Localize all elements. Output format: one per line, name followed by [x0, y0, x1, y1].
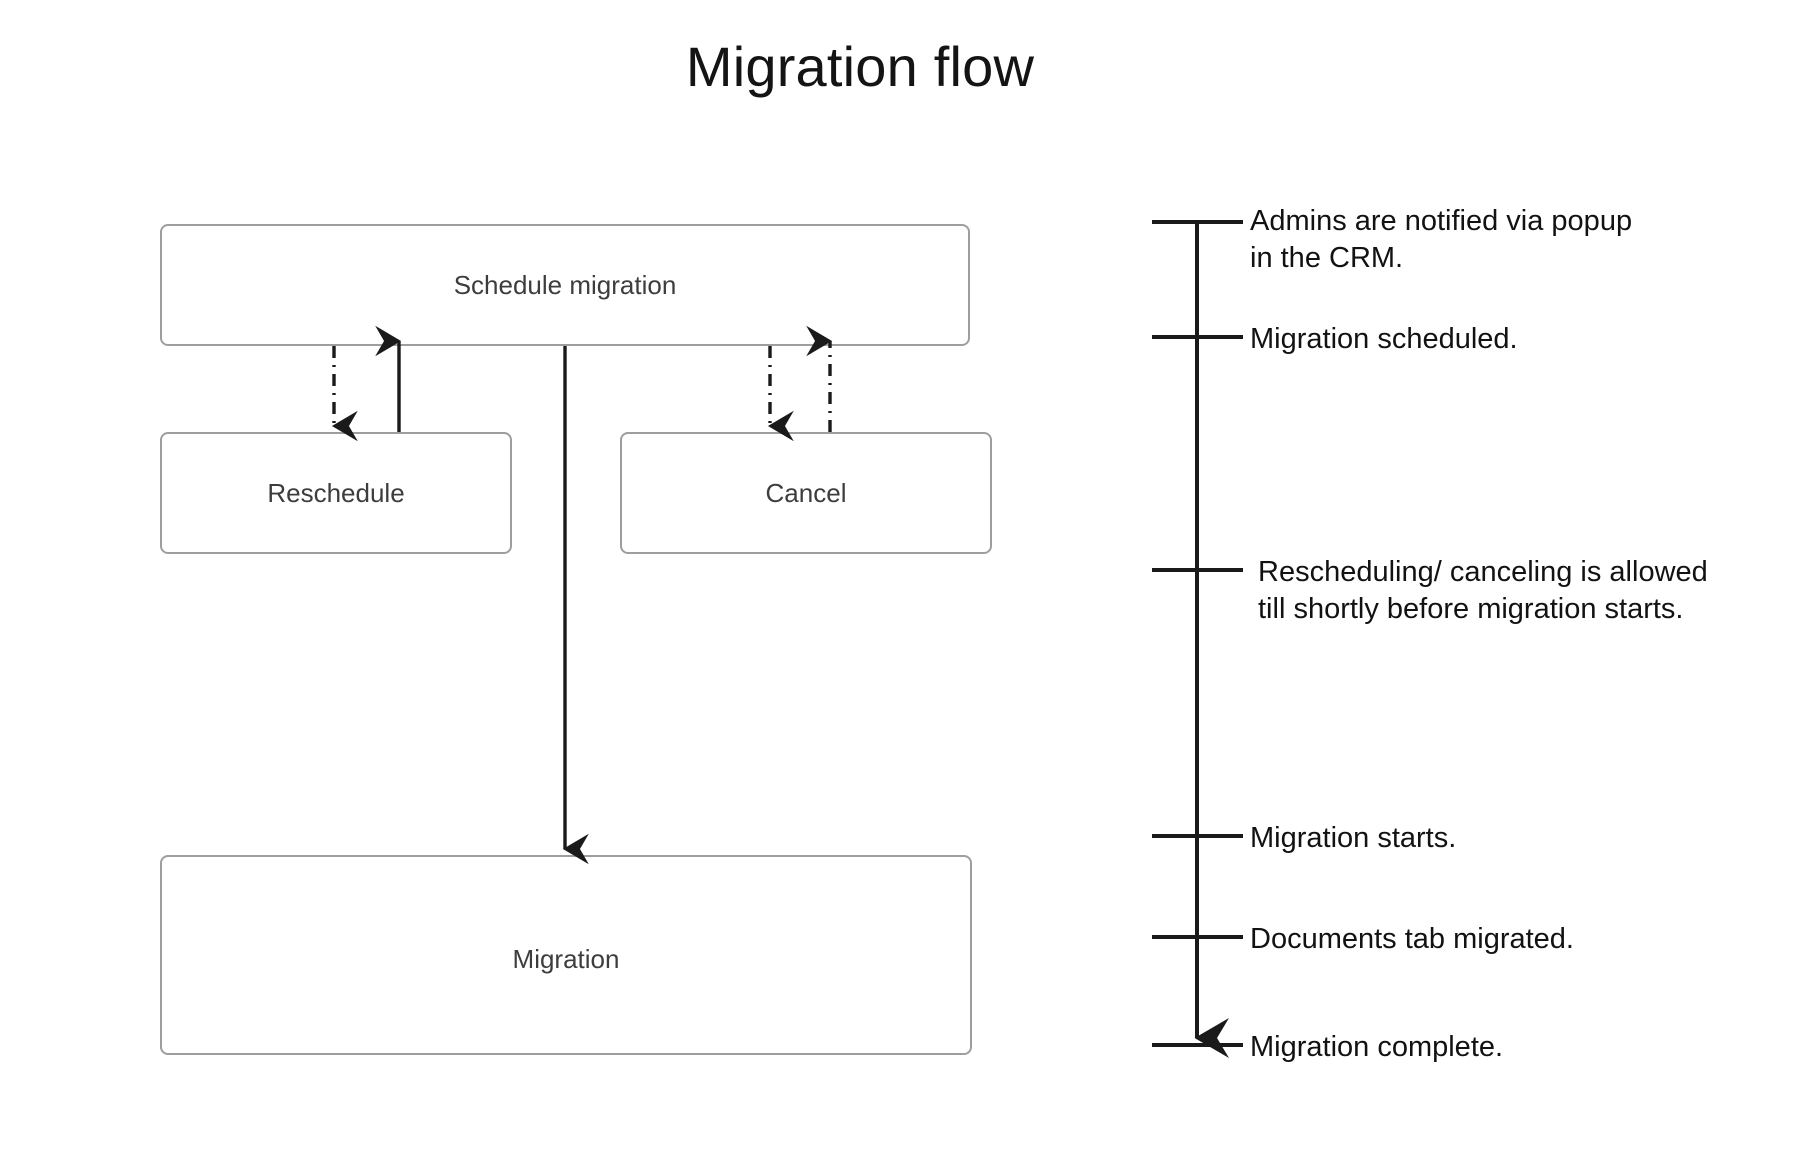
timeline-label-1: Migration scheduled. — [1250, 323, 1518, 355]
flow-node-migration[interactable]: Migration — [160, 855, 972, 1055]
page-title: Migration flow — [685, 35, 1035, 98]
flow-node-cancel[interactable]: Cancel — [620, 432, 992, 554]
flow-node-reschedule[interactable]: Reschedule — [160, 432, 512, 554]
timeline-label-3: Migration starts. — [1250, 822, 1457, 854]
flow-node-label: Migration — [512, 944, 620, 974]
timeline-label-5: Migration complete. — [1250, 1031, 1504, 1063]
flow-node-label: Reschedule — [267, 478, 405, 508]
flow-node-schedule-migration[interactable]: Schedule migration — [160, 224, 970, 346]
timeline-label-4: Documents tab migrated. — [1250, 923, 1574, 955]
flow-node-label: Cancel — [765, 478, 847, 508]
timeline-label-0: Admins are notified via popup in the CRM… — [1250, 205, 1633, 275]
timeline-label-2: Rescheduling/ canceling is allowed till … — [1258, 556, 1708, 626]
flow-node-label: Schedule migration — [453, 270, 677, 300]
